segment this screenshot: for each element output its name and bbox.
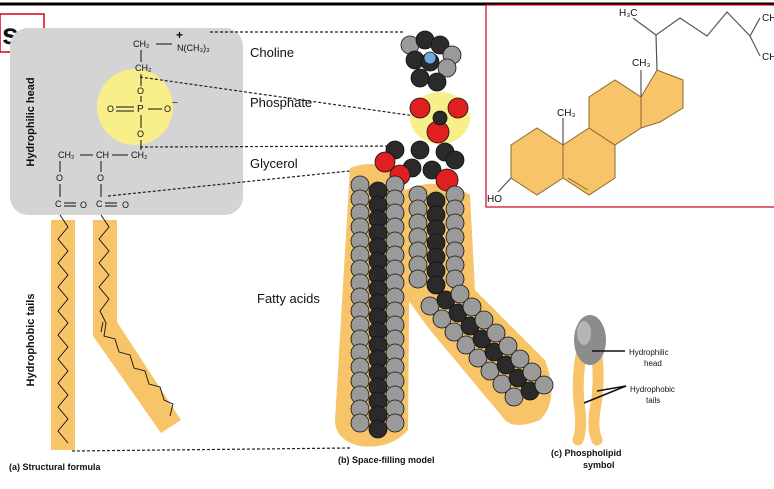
hydrogen-atom (510, 349, 530, 369)
caption-structural: (a) Structural formula (9, 462, 102, 472)
ester-oxygen-atom (374, 151, 396, 173)
label-phosphate: Phosphate (250, 95, 312, 110)
carbon-atom (368, 419, 388, 439)
space-filling-model (335, 30, 554, 447)
label-ch3-far-right: CH (762, 52, 774, 63)
phosphate-highlight (97, 69, 173, 145)
phosphate-oxygen-atom (447, 97, 469, 119)
atom-dbl-o2: O (122, 200, 129, 210)
hydrophilic-head-side-label: Hydrophilic head (25, 77, 37, 166)
label-ho: HO (487, 194, 502, 205)
hydrogen-atom (450, 284, 470, 304)
hydrogen-atom (350, 413, 370, 433)
hydrogen-atom (534, 375, 554, 395)
glycerol-atom (445, 150, 465, 170)
phosphate-oxygen-atom (409, 97, 431, 119)
caption-symbol-1: (c) Phospholipid (551, 448, 622, 458)
label-ch3-upper: CH₃ (632, 58, 651, 69)
hydrogen-atom (385, 413, 405, 433)
hydrogen-atom (462, 297, 482, 317)
atom-o-minus: − (172, 98, 178, 109)
structural-formula: Hydrophilic head Hydrophobic tails CH₂ +… (10, 28, 243, 450)
glycerol-atom (422, 160, 442, 180)
atom-o-left: O (107, 104, 114, 114)
symbol-head-label-1: Hydrophilic (629, 348, 669, 357)
atom-ester-o2: O (97, 173, 104, 183)
tail-zigzag-1 (57, 214, 69, 444)
atom-plus: + (176, 28, 183, 42)
side-chain-branch (749, 35, 761, 57)
symbol-head-label-2: head (644, 359, 662, 368)
hydroxyl-bond (497, 177, 512, 193)
atom-o-upper: O (137, 86, 144, 96)
hydrogen-atom (486, 323, 506, 343)
atom-n-ch3: N(CH₃)₃ (177, 43, 210, 53)
tail-band-2 (93, 220, 181, 433)
symbol-head-shine (577, 321, 591, 345)
label-h3c: H₃C (619, 8, 638, 19)
choline-atom (410, 68, 430, 88)
atom-glycerol-right: CH₂ (131, 150, 148, 160)
choline-atom (437, 58, 457, 78)
atom-o-lower: O (137, 129, 144, 139)
glycerol-atom (410, 140, 430, 160)
leader-lines (71, 31, 416, 452)
atom-cluster (350, 30, 554, 439)
label-choline: Choline (250, 45, 294, 60)
tail-band-1 (51, 220, 75, 450)
pointer-tails-1 (583, 385, 627, 404)
tail-zigzag-2 (98, 214, 174, 417)
hydrophobic-tails-side-label: Hydrophobic tails (25, 294, 37, 387)
pointer-tails-2 (596, 385, 627, 392)
hydrogen-atom (408, 269, 428, 289)
caption-space-filling: (b) Space-filling model (338, 455, 435, 465)
symbol-tail-1 (572, 349, 587, 446)
phosphorus-atom (432, 110, 448, 126)
atom-glycerol-mid: CH (96, 150, 109, 160)
label-glycerol: Glycerol (250, 156, 298, 171)
atom-o-right: O (164, 104, 171, 114)
label-fatty-acids: Fatty acids (257, 291, 320, 306)
atom-ester-o1: O (56, 173, 63, 183)
hydrogen-atom (504, 387, 524, 407)
phospholipid-symbol: Hydrophilic head Hydrophobic tails (572, 315, 675, 446)
carbon-atom (426, 275, 446, 295)
double-bond-mark (100, 321, 104, 333)
atom-p: P (137, 104, 144, 115)
atom-c1: C (55, 199, 62, 209)
atom-c2: C (96, 199, 103, 209)
label-ch3-top-right: CH (762, 13, 774, 24)
caption-symbol-2: symbol (583, 460, 615, 470)
side-chain-methyl (632, 17, 657, 36)
hydrogen-atom (522, 362, 542, 382)
atom-ch2-top: CH₂ (133, 39, 150, 49)
choline-atom (427, 72, 447, 92)
symbol-tails-label-1: Hydrophobic (630, 385, 675, 394)
cholesterol-inset: H₃C CH CH CH₃ CH₃ HO (485, 4, 774, 208)
symbol-tail-2 (588, 349, 604, 446)
symbol-tails-label-2: tails (646, 396, 660, 405)
atom-glycerol-left: CH₂ (58, 150, 75, 160)
atom-ch2-mid: CH₂ (135, 63, 152, 73)
ring-b-double-bond (567, 177, 589, 191)
hydrogen-atom (474, 310, 494, 330)
hydrogen-atom (498, 336, 518, 356)
label-ch3-lower: CH₃ (557, 108, 576, 119)
atom-dbl-o1: O (80, 200, 87, 210)
nitrogen-atom (423, 51, 437, 65)
